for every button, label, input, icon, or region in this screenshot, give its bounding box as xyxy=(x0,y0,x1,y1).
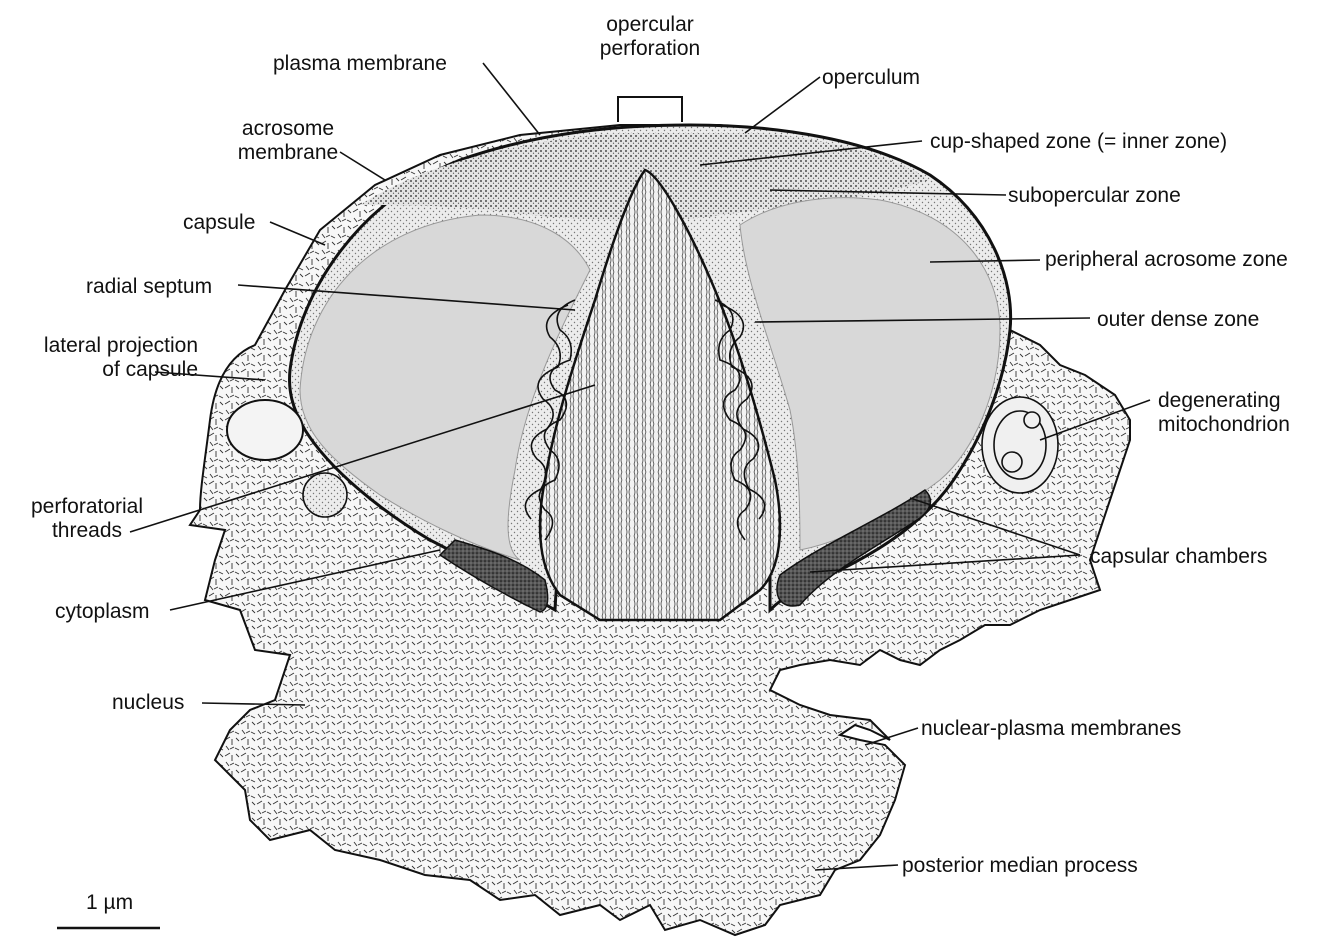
label-lateral-projection: lateral projection of capsule xyxy=(8,334,198,382)
label-opercular-perforation: opercular perforation xyxy=(580,13,720,61)
label-subopercular-zone: subopercular zone xyxy=(1008,184,1181,208)
label-perforatorial-threads: perforatorial threads xyxy=(12,495,162,543)
label-cup-shaped-zone: cup-shaped zone (= inner zone) xyxy=(930,130,1227,154)
cytoplasm-vesicle xyxy=(303,473,347,517)
label-plasma-membrane: plasma membrane xyxy=(273,52,447,76)
degenerating-mitochondrion-shape xyxy=(982,397,1058,493)
label-degenerating-mitochondrion: degenerating mitochondrion xyxy=(1158,389,1290,437)
label-acrosome-membrane: acrosome membrane xyxy=(218,117,358,165)
label-outer-dense-zone: outer dense zone xyxy=(1097,308,1259,332)
label-capsule: capsule xyxy=(183,211,255,235)
opercular-perforation-bracket xyxy=(618,97,682,122)
label-cytoplasm: cytoplasm xyxy=(55,600,150,624)
label-nuclear-plasma-membranes: nuclear-plasma membranes xyxy=(921,717,1181,741)
label-posterior-median-process: posterior median process xyxy=(902,854,1138,878)
label-capsular-chambers: capsular chambers xyxy=(1090,545,1267,569)
label-nucleus: nucleus xyxy=(112,691,184,715)
label-peripheral-acrosome-zone: peripheral acrosome zone xyxy=(1045,248,1288,272)
scale-bar-label: 1 µm xyxy=(86,891,133,915)
label-radial-septum: radial septum xyxy=(86,275,212,299)
lateral-vesicle xyxy=(227,400,303,460)
label-operculum: operculum xyxy=(822,66,920,90)
